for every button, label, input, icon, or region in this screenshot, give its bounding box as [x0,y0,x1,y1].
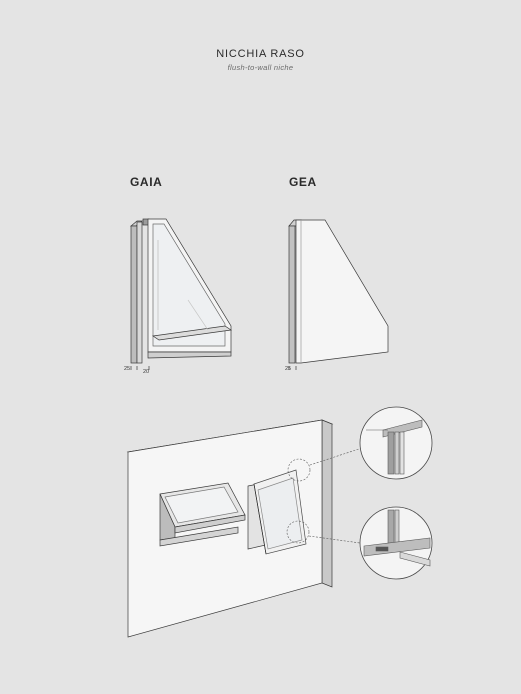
detail-callout-top [287,406,433,482]
page-title: NICCHIA RASO [216,48,305,60]
gaia-dimension-right: 20 [143,369,150,375]
page-subtitle: flush-to-wall niche [227,63,294,72]
model-name-gaia: GAIA [130,175,163,189]
detail-callout-bottom [286,506,433,580]
model-name-gea: GEA [289,175,317,189]
wall-assembly-drawing [126,419,334,638]
gea-niche-drawing [288,219,389,370]
gaia-dimension-left: 25 [124,366,131,372]
gaia-niche-drawing [130,218,232,370]
gea-dimension: 25 [285,366,292,372]
